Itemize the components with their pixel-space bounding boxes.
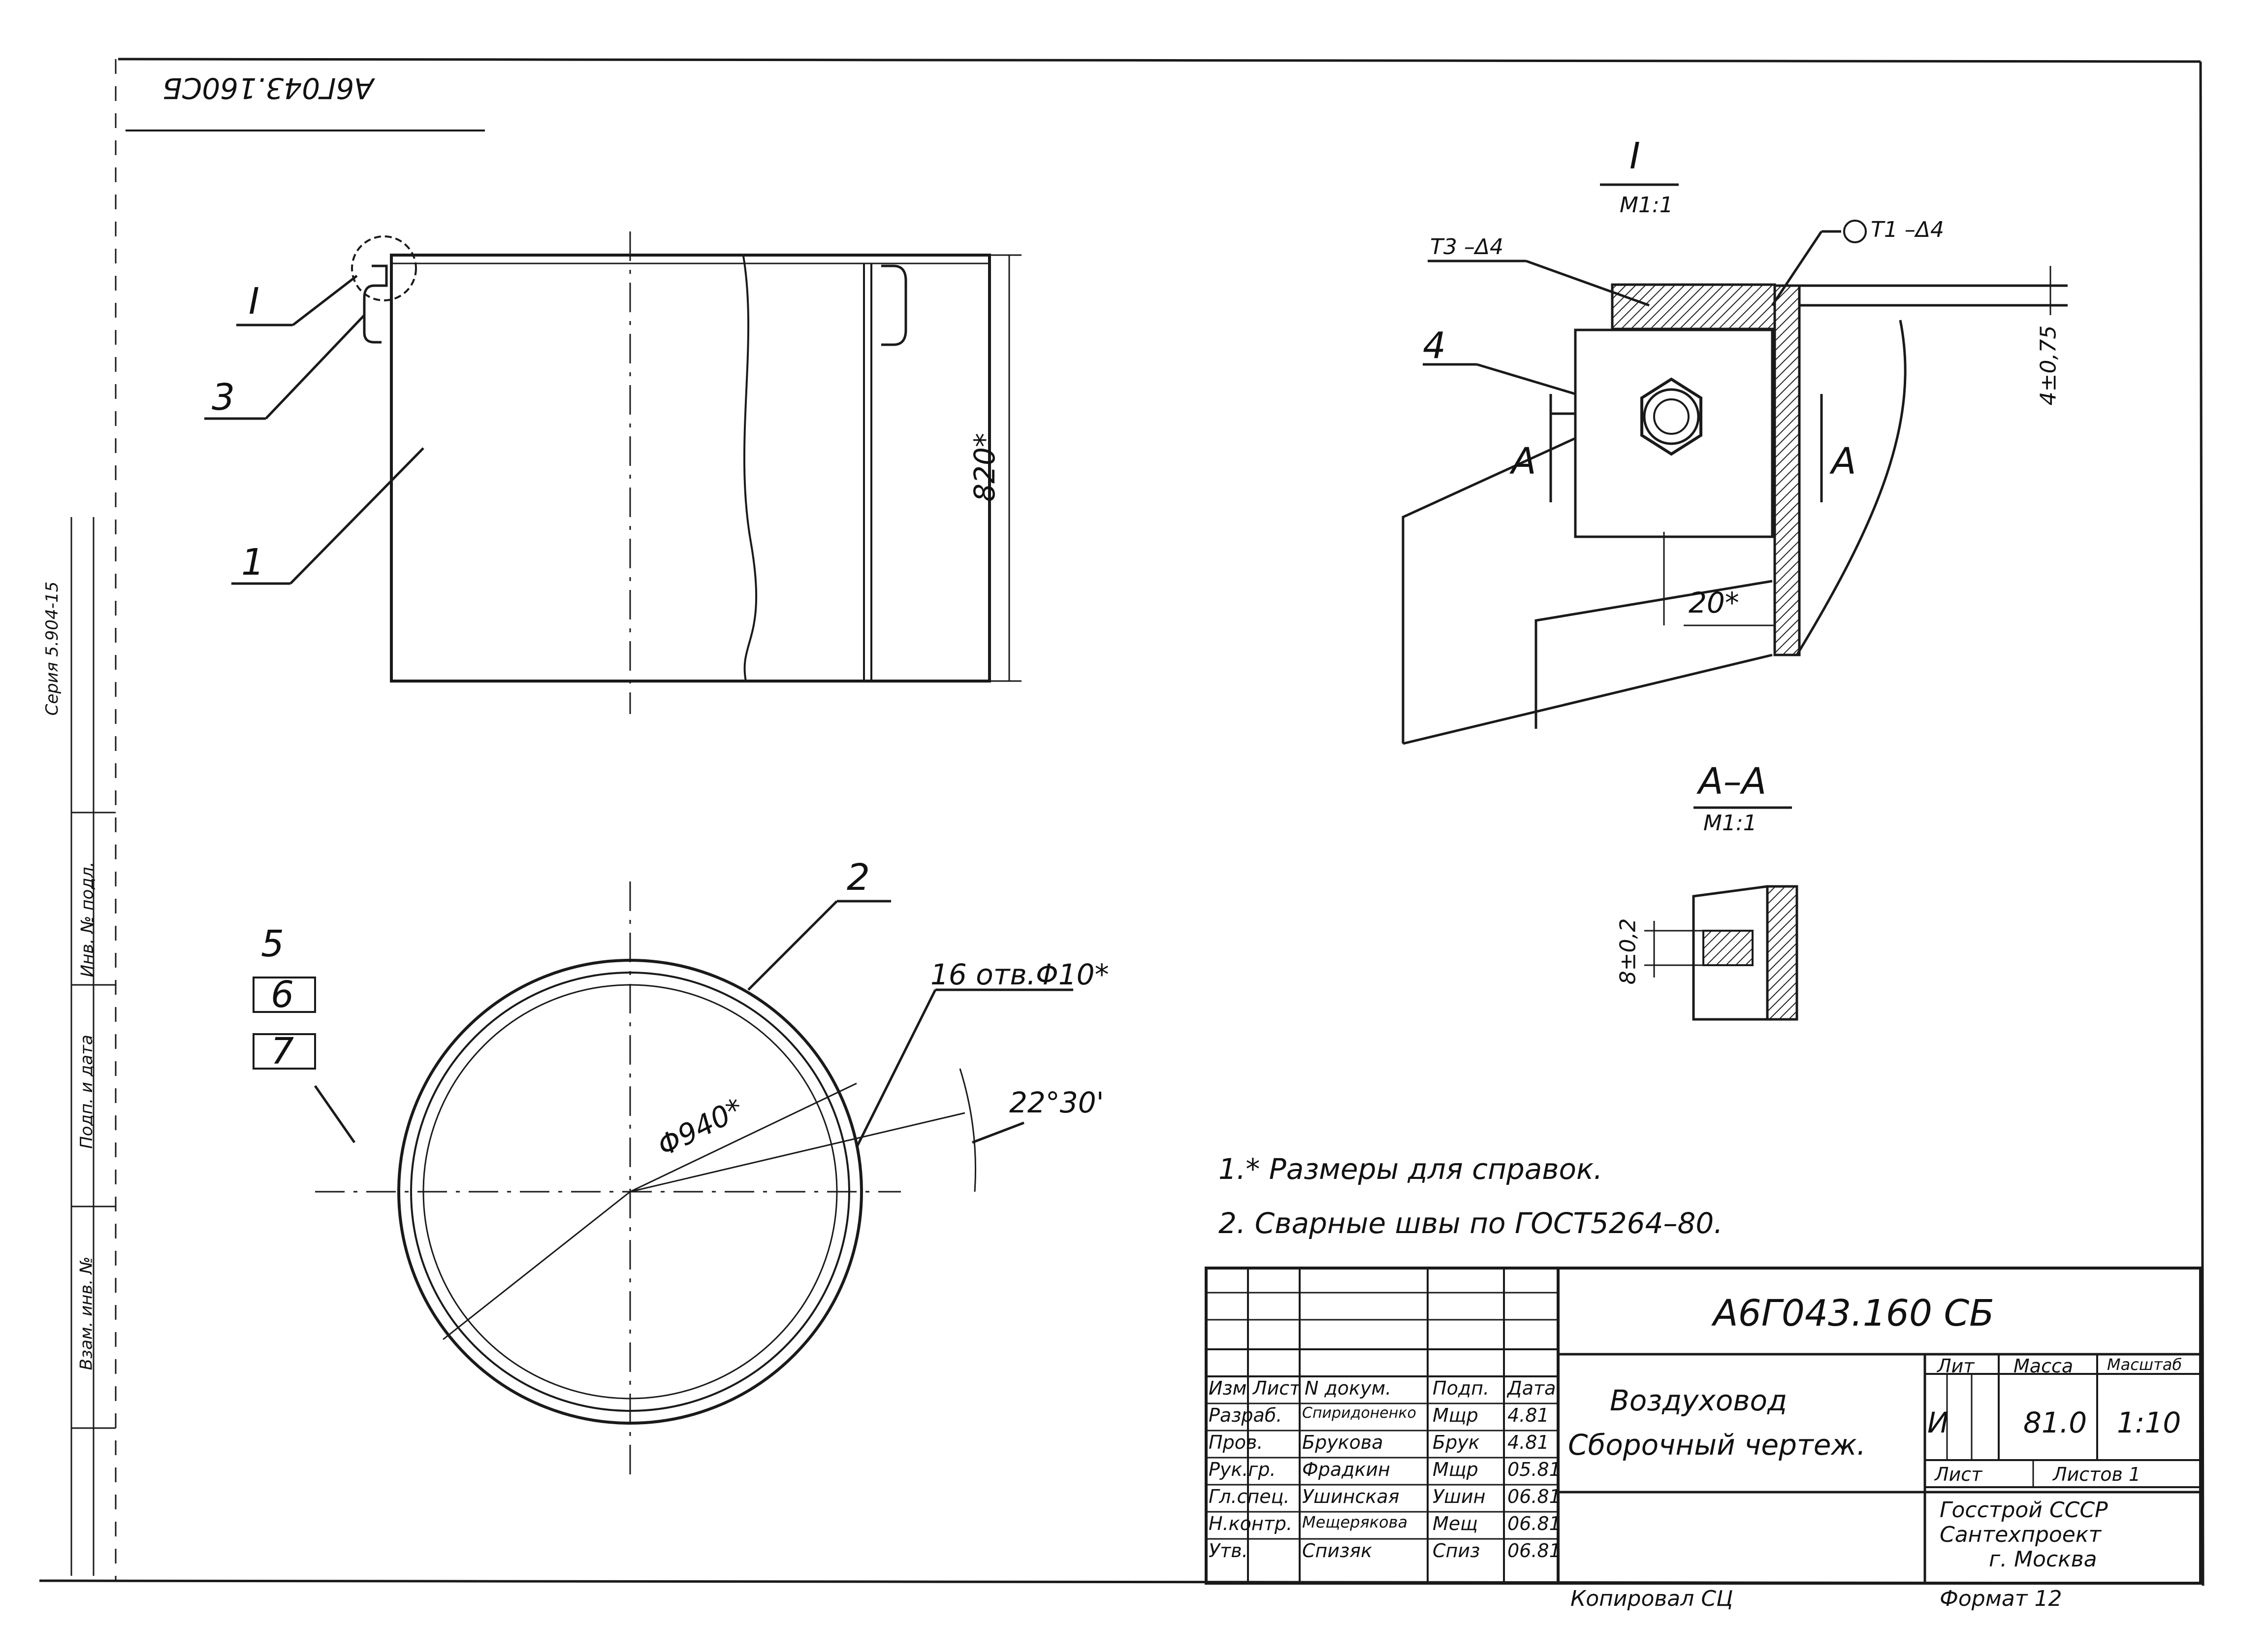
row-name: Мещерякова — [1302, 1513, 1408, 1531]
lit-label: Лит — [1937, 1355, 1975, 1377]
row-name: Спизяк — [1302, 1540, 1373, 1562]
head-list: Лист — [1253, 1377, 1301, 1399]
row-date: 4.81 — [1507, 1404, 1549, 1426]
row-role: Разраб. — [1209, 1404, 1282, 1426]
row-sign: Мещ — [1433, 1513, 1478, 1534]
dim-thickness: 4±0,75 — [2036, 325, 2061, 406]
side-stamp-1: Серия 5.904-15 — [42, 581, 63, 716]
dim-angle: 22°30' — [1009, 1086, 1104, 1119]
leader-4-label: 4 — [1423, 325, 1446, 367]
weld-2: Т1 –Δ4 — [1871, 217, 1944, 242]
head-sign: Подп. — [1433, 1377, 1490, 1399]
callout-I: I — [249, 280, 259, 323]
title-block — [1205, 1267, 2202, 1585]
designation: А6Г043.160 СБ — [1713, 1292, 1994, 1335]
head-doc: N докум. — [1305, 1377, 1392, 1399]
row-name: Фрадкин — [1302, 1459, 1390, 1480]
row-sign: Мщр — [1433, 1404, 1478, 1426]
row-sign: Спиз — [1433, 1540, 1480, 1562]
leader-3-label: 3 — [212, 376, 235, 419]
lit-value: И — [1927, 1406, 1949, 1439]
dim-height: 820* — [967, 433, 1001, 502]
row-date: 06.81 — [1507, 1486, 1561, 1507]
row-date: 4.81 — [1507, 1432, 1549, 1453]
row-date: 06.81 — [1507, 1513, 1561, 1534]
note-1: 1.* Размеры для справок. — [1218, 1152, 1603, 1186]
leader-1-label: 1 — [241, 541, 265, 584]
row-name: Ушинская — [1302, 1486, 1400, 1507]
org-line-1: Госстрой СССР — [1940, 1498, 2108, 1523]
section-view — [1644, 806, 1798, 1021]
row-role: Утв. — [1209, 1540, 1248, 1562]
row-role: Гл.спец. — [1209, 1486, 1290, 1507]
scale-label: Масштаб — [2107, 1355, 2182, 1374]
org-line-2: Сантехпроект — [1940, 1522, 2102, 1547]
frame-right — [2199, 61, 2204, 1586]
note-2: 2. Сварные швы по ГОСТ5264–80. — [1218, 1206, 1723, 1240]
row-name: Спиридоненко — [1302, 1404, 1416, 1422]
row-sign: Мщр — [1433, 1459, 1478, 1480]
detail-scale: М1:1 — [1620, 193, 1673, 218]
mass-label: Масса — [2013, 1355, 2074, 1377]
sheets-label: Листов 1 — [2053, 1464, 2141, 1485]
row-role: Пров. — [1209, 1432, 1263, 1453]
drawing-name-1: Воздуховод — [1610, 1384, 1788, 1417]
leader-5-label: 5 — [261, 923, 285, 965]
frame-top — [118, 58, 2201, 63]
leader-7-label: 7 — [271, 1030, 294, 1073]
head-date: Дата — [1507, 1377, 1556, 1399]
copied-by: Копировал СЦ — [1570, 1586, 1733, 1611]
org-line-3: г. Москва — [1989, 1547, 2097, 1572]
format-label: Формат 12 — [1940, 1586, 2062, 1611]
section-scale: М1:1 — [1703, 811, 1757, 836]
detail-view — [1402, 183, 2068, 745]
leader-2-label: 2 — [847, 856, 870, 899]
row-date: 06.81 — [1507, 1540, 1561, 1562]
scale-value: 1:10 — [2117, 1406, 2181, 1439]
row-role: Н.контр. — [1209, 1513, 1293, 1534]
section-title: А–А — [1698, 760, 1767, 803]
section-mark-left: А — [1511, 440, 1536, 483]
row-sign: Брук — [1433, 1432, 1480, 1453]
side-stamp-4: Взам. инв. № — [76, 1256, 96, 1370]
leader-6-label: 6 — [271, 974, 294, 1016]
plan-view — [253, 881, 1073, 1477]
row-sign: Ушин — [1433, 1486, 1486, 1507]
side-stamps — [70, 517, 116, 1576]
row-date: 05.81 — [1507, 1459, 1561, 1480]
head-izm: Изм — [1209, 1377, 1247, 1399]
row-name: Брукова — [1302, 1432, 1383, 1453]
sheet-label: Лист — [1935, 1464, 1982, 1485]
section-mark-right: А — [1831, 440, 1856, 483]
section-dim: 8±0,2 — [1615, 918, 1641, 985]
weld-1: Т3 –Δ4 — [1430, 234, 1503, 260]
drawing-name-2: Сборочный чертеж. — [1568, 1428, 1866, 1462]
side-stamp-3: Подп. и дата — [76, 1035, 96, 1149]
main-view — [204, 231, 1022, 714]
stamp-top: А6Г043.160СБ — [162, 71, 374, 105]
dim-holes: 16 отв.Φ10* — [930, 958, 1109, 991]
detail-title: I — [1629, 135, 1640, 177]
mass-value: 81.0 — [2023, 1406, 2087, 1439]
side-stamp-2: Инв. № подл. — [77, 861, 97, 977]
row-role: Рук.гр. — [1209, 1459, 1276, 1480]
dim-20: 20* — [1689, 586, 1739, 619]
